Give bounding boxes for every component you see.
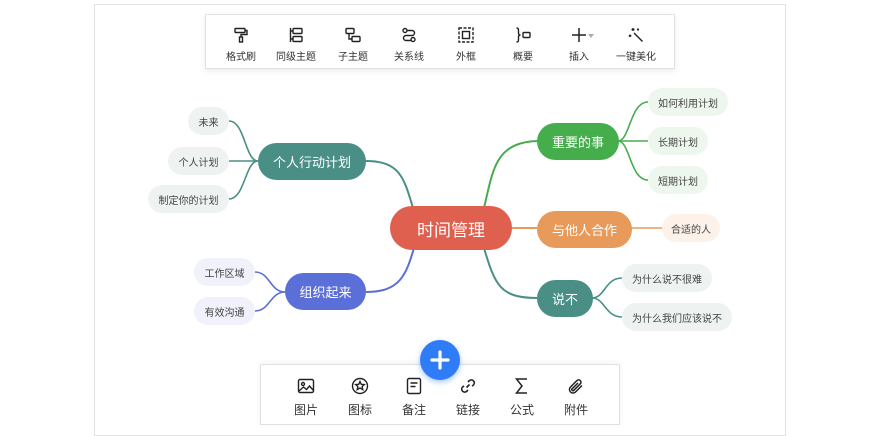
insert-link-label: 链接 bbox=[455, 403, 480, 417]
insert-image-label: 图片 bbox=[293, 403, 318, 417]
leaf-effective-communication[interactable]: 有效沟通 bbox=[194, 297, 255, 325]
sibling-topic-button[interactable]: 同级主题 bbox=[267, 15, 325, 70]
insert-note-label: 备注 bbox=[401, 403, 426, 417]
connector-sayno-leaf-1 bbox=[591, 277, 623, 299]
insert-icon-label: 图标 bbox=[347, 403, 372, 417]
relation-line-button[interactable]: 关系线 bbox=[380, 15, 438, 70]
insert-attachment-button[interactable]: 附件 bbox=[549, 365, 603, 426]
relation-line-icon bbox=[402, 27, 416, 43]
insert-attachment-label: 附件 bbox=[563, 403, 588, 417]
connector-root-action-plan bbox=[365, 160, 414, 209]
insert-label: 插入 bbox=[569, 52, 589, 63]
subtopic-button[interactable]: 子主题 bbox=[324, 15, 382, 70]
connector-action-plan-leaf-1 bbox=[228, 120, 259, 162]
root-topic[interactable]: 时间管理 bbox=[390, 206, 512, 250]
format-painter-label: 格式刷 bbox=[226, 52, 256, 63]
connector-important-leaf-3 bbox=[617, 140, 649, 181]
leaf-why-we-should-say-no[interactable]: 为什么我们应该说不 bbox=[622, 303, 732, 331]
paperclip-icon bbox=[568, 379, 583, 394]
insert-link-button[interactable]: 链接 bbox=[441, 365, 495, 426]
format-painter-icon bbox=[234, 27, 248, 43]
leaf-personal-plan[interactable]: 个人计划 bbox=[168, 147, 229, 175]
leaf-right-people[interactable]: 合适的人 bbox=[662, 214, 720, 242]
insert-note-button[interactable]: 备注 bbox=[387, 365, 441, 426]
insert-image-button[interactable]: 图片 bbox=[279, 365, 333, 426]
outer-frame-icon bbox=[458, 27, 474, 43]
summary-button[interactable]: 概要 bbox=[494, 15, 552, 70]
leaf-make-your-plan[interactable]: 制定你的计划 bbox=[148, 185, 229, 213]
one-click-beautify-label: 一键美化 bbox=[616, 52, 656, 63]
one-click-beautify-button[interactable]: 一键美化 bbox=[607, 15, 665, 70]
branch-get-organized[interactable]: 组织起来 bbox=[285, 273, 366, 310]
image-icon bbox=[297, 378, 315, 394]
insert-plus-icon bbox=[572, 28, 586, 42]
connector-sayno-leaf-2 bbox=[591, 297, 623, 318]
format-painter-button[interactable]: 格式刷 bbox=[212, 15, 270, 70]
connector-root-sayno bbox=[483, 247, 538, 299]
top-toolbar: 格式刷 同级主题 子主题 关系线 外框 概要 插入 一键美化 bbox=[205, 14, 675, 69]
sticker-icon bbox=[351, 377, 369, 395]
connector-root-important bbox=[483, 140, 539, 209]
relation-line-label: 关系线 bbox=[394, 52, 424, 63]
connector-action-plan-leaf-3 bbox=[228, 160, 259, 200]
branch-say-no[interactable]: 说不 bbox=[537, 280, 593, 317]
leaf-short-term-plan[interactable]: 短期计划 bbox=[648, 166, 708, 194]
sibling-topic-label: 同级主题 bbox=[276, 52, 316, 63]
branch-cooperate-with-others[interactable]: 与他人合作 bbox=[537, 211, 632, 248]
leaf-work-area[interactable]: 工作区域 bbox=[194, 258, 255, 286]
summary-label: 概要 bbox=[513, 52, 533, 63]
insert-formula-label: 公式 bbox=[509, 403, 534, 417]
connector-organize-leaf-1 bbox=[254, 271, 286, 293]
connector-root-organize bbox=[365, 247, 415, 293]
plus-icon bbox=[430, 350, 450, 370]
leaf-how-to-use-plan[interactable]: 如何利用计划 bbox=[648, 88, 728, 116]
branch-personal-action-plan[interactable]: 个人行动计划 bbox=[258, 143, 366, 180]
link-icon bbox=[460, 379, 476, 393]
leaf-long-term-plan[interactable]: 长期计划 bbox=[648, 127, 708, 155]
leaf-future[interactable]: 未来 bbox=[188, 107, 229, 135]
note-icon bbox=[406, 377, 422, 395]
chevron-down-icon bbox=[588, 34, 594, 38]
leaf-why-saying-no-is-hard[interactable]: 为什么说不很难 bbox=[622, 264, 712, 292]
sibling-topic-icon bbox=[289, 27, 303, 43]
insert-formula-button[interactable]: 公式 bbox=[495, 365, 549, 426]
add-floating-button[interactable] bbox=[420, 340, 460, 380]
summary-bracket-icon bbox=[516, 27, 531, 43]
insert-icon-button[interactable]: 图标 bbox=[333, 365, 387, 426]
subtopic-label: 子主题 bbox=[338, 52, 368, 63]
branch-important-things[interactable]: 重要的事 bbox=[537, 123, 619, 160]
formula-sigma-icon bbox=[514, 378, 527, 394]
magic-wand-icon bbox=[628, 28, 643, 42]
outer-frame-button[interactable]: 外框 bbox=[437, 15, 495, 70]
connector-organize-leaf-2 bbox=[254, 291, 286, 312]
subtopic-icon bbox=[345, 27, 361, 43]
connector-important-leaf-1 bbox=[617, 101, 649, 142]
outer-frame-label: 外框 bbox=[456, 52, 476, 63]
insert-button[interactable]: 插入 bbox=[550, 15, 608, 70]
